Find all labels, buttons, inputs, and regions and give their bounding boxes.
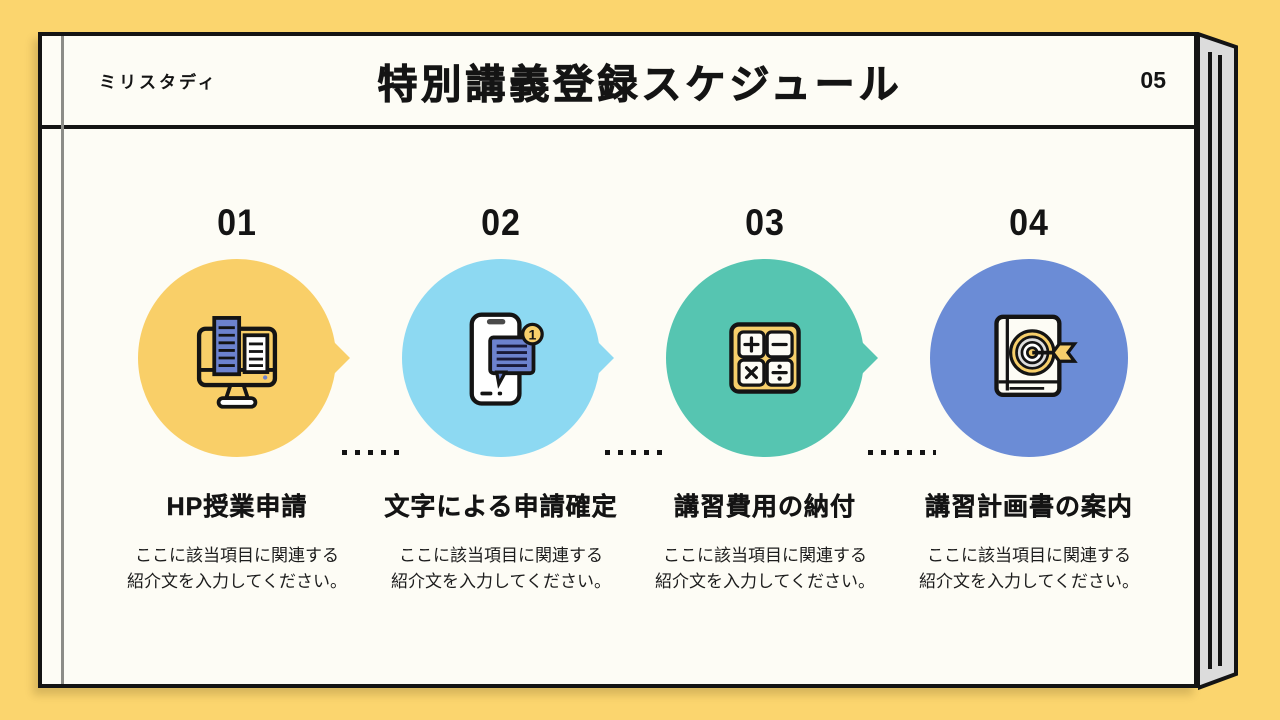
step-circle: 1 — [402, 259, 614, 457]
page-number: 05 — [1140, 67, 1166, 93]
step-description: ここに該当項目に関連する 紹介文を入力してください。 — [919, 546, 1139, 592]
circle-tail — [597, 341, 614, 375]
page-title: 特別講義登録スケジュール — [377, 62, 903, 107]
calculator-icon — [729, 322, 801, 394]
dotted-connector-1 — [342, 450, 406, 455]
step-title: 講習費用の納付 — [673, 493, 856, 521]
step-circle — [930, 259, 1128, 457]
step-title: 講習計画書の案内 — [924, 493, 1133, 521]
step-description: ここに該当項目に関連する 紹介文を入力してください。 — [391, 546, 611, 592]
process-timeline: 01 — [42, 129, 1194, 596]
notebook-margin-line — [61, 36, 64, 684]
step-title: HP授業申請 — [166, 493, 308, 521]
book-spine — [1198, 32, 1238, 691]
step-number: 02 — [481, 202, 521, 243]
step-circle — [666, 259, 878, 457]
dotted-connector-2 — [605, 450, 665, 455]
brand-label: ミリスタディ — [99, 73, 218, 92]
step-circle — [138, 259, 350, 457]
step-description: ここに該当項目に関連する 紹介文を入力してください。 — [127, 546, 347, 592]
circle-tail — [861, 341, 878, 375]
slide-header: ミリスタディ 特別講義登録スケジュール 05 — [42, 36, 1194, 129]
step-title: 文字による申請確定 — [384, 493, 618, 521]
dotted-connector-3 — [868, 450, 936, 455]
timeline-step-1: 01 — [105, 201, 369, 596]
computer-documents-icon — [196, 316, 278, 409]
step-description: ここに該当項目に関連する 紹介文を入力してください。 — [655, 546, 875, 592]
step-number: 03 — [745, 202, 785, 243]
timeline-step-3: 03 — [633, 201, 897, 596]
book-target-icon — [994, 314, 1078, 397]
phone-message-icon: 1 — [469, 312, 544, 406]
step-number: 04 — [1009, 202, 1049, 243]
notification-badge-count: 1 — [528, 327, 536, 343]
step-number: 01 — [217, 202, 257, 243]
circle-tail — [333, 341, 350, 375]
timeline-step-2: 02 1 文字による申請確定 — [369, 201, 633, 596]
slide-card: ミリスタディ 特別講義登録スケジュール 05 01 — [38, 32, 1198, 688]
timeline-step-4: 04 講習計画書の案内 ここに該当項目に関連する 紹介文を — [897, 201, 1161, 596]
